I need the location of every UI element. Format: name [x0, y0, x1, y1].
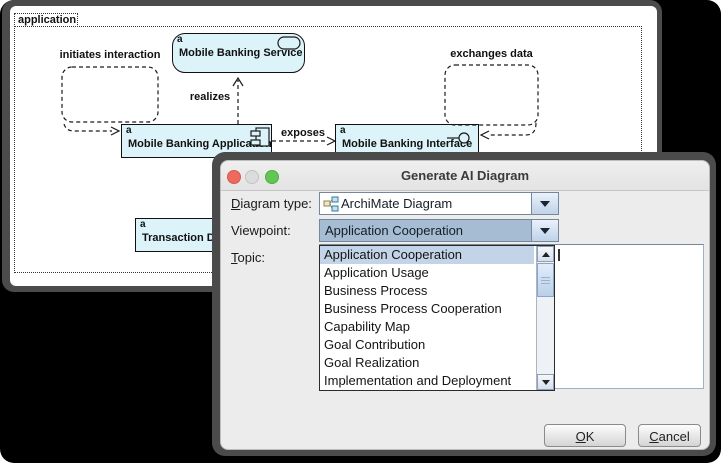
group-label-application[interactable]: application	[14, 13, 78, 27]
chevron-down-icon	[540, 227, 550, 234]
connector-label-exposes: exposes	[280, 127, 326, 139]
viewpoint-dropdown-button[interactable]	[531, 220, 558, 241]
connector-label-realizes: realizes	[189, 91, 231, 103]
dropdown-option[interactable]: Application Usage	[324, 265, 429, 280]
node-mobile-banking-service[interactable]: a Mobile Banking Service	[172, 33, 305, 73]
diagram-type-combobox[interactable]: ArchiMate Diagram	[319, 192, 559, 215]
viewpoint-combobox[interactable]: Application Cooperation	[319, 219, 559, 242]
scroll-down-button[interactable]	[537, 374, 554, 390]
connector-label-initiates: initiates interaction	[59, 49, 161, 61]
dropdown-option[interactable]: Implementation and Deployment	[324, 373, 512, 388]
scroll-up-button[interactable]	[537, 246, 554, 262]
diagram-type-dropdown-button[interactable]	[531, 193, 558, 214]
cancel-button[interactable]: Cancel	[638, 424, 701, 447]
dialog-titlebar[interactable]: Generate AI Diagram	[221, 161, 709, 191]
ok-button[interactable]: OK	[544, 424, 626, 447]
viewpoint-value: Application Cooperation	[325, 223, 464, 238]
text-caret	[558, 249, 560, 261]
zoom-button[interactable]	[265, 170, 279, 184]
diagram-window-frame	[2, 0, 662, 292]
viewpoint-label: Viewpoint:	[231, 223, 291, 238]
scrollbar-thumb[interactable]	[537, 263, 554, 297]
close-button[interactable]	[227, 170, 241, 184]
connector-label-exchanges: exchanges data	[450, 48, 533, 60]
archimate-diagram-icon	[323, 196, 339, 211]
triangle-down-icon	[541, 379, 550, 385]
topic-label: Topic:	[231, 250, 265, 265]
dropdown-option[interactable]: Business Process	[324, 283, 428, 298]
dropdown-scrollbar[interactable]	[536, 246, 554, 390]
dropdown-option[interactable]: Application Cooperation	[320, 246, 534, 264]
dropdown-option[interactable]: Capability Map	[324, 319, 410, 334]
dropdown-option[interactable]: Business Process Cooperation	[324, 301, 502, 316]
chevron-down-icon	[540, 200, 550, 207]
dialog-window-frame: Generate AI Diagram Diagram type: ArchiM…	[212, 152, 716, 456]
diagram-type-label: Diagram type:	[231, 196, 312, 211]
triangle-up-icon	[541, 251, 550, 257]
generate-ai-diagram-dialog: Generate AI Diagram Diagram type: ArchiM…	[220, 160, 710, 450]
dropdown-option[interactable]: Goal Contribution	[324, 337, 426, 352]
diagram-type-value: ArchiMate Diagram	[341, 196, 453, 211]
dialog-title: Generate AI Diagram	[400, 168, 530, 183]
dropdown-option[interactable]: Goal Realization	[324, 355, 420, 370]
minimize-button	[245, 170, 259, 184]
